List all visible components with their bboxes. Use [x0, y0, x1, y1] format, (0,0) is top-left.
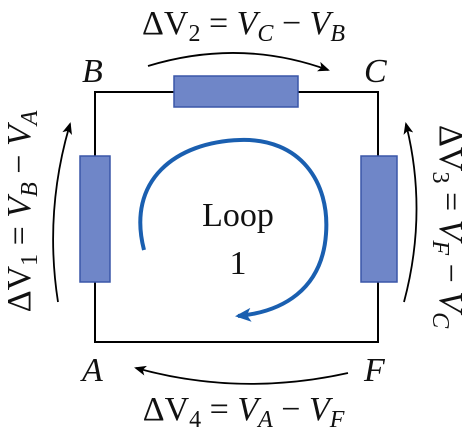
eq-bottom-sub: 4 [189, 407, 201, 433]
eq-left-s2: A [17, 110, 43, 127]
loop-label-line1: Loop [202, 197, 274, 234]
arrow-left [52, 122, 72, 303]
eq-bottom-minus: − [273, 391, 309, 428]
resistor-top [173, 75, 299, 108]
eq-bottom-eq: = [201, 391, 237, 428]
eq-top-minus: − [273, 5, 309, 42]
arrow-right [403, 122, 418, 303]
equation-bottom: ΔV4 = VA − VF [102, 391, 370, 435]
node-label-b: B [82, 53, 103, 90]
eq-left-s1: B [17, 182, 43, 197]
eq-bottom-delta: ΔV [143, 391, 190, 428]
eq-right-s1: F [427, 239, 453, 255]
eq-right-s2: C [427, 312, 453, 329]
eq-right-delta: ΔV [432, 125, 469, 172]
equation-top: ΔV2 = VC − VB [101, 5, 370, 49]
node-label-a: A [80, 352, 103, 389]
eq-bottom-s2: F [329, 407, 345, 433]
equation-right: ΔV3 = VF − VC [425, 67, 469, 370]
loop-label-line2: 1 [230, 245, 247, 282]
eq-top-s1: C [257, 21, 274, 47]
eq-top-sub: 2 [188, 21, 200, 47]
eq-left-eq: = [1, 218, 38, 254]
node-label-f: F [363, 352, 386, 389]
eq-top-delta: ΔV [142, 5, 189, 42]
arrow-top [147, 52, 330, 72]
arrow-bottom [134, 365, 349, 385]
eq-right-eq: = [432, 183, 469, 219]
eq-top-eq: = [200, 5, 236, 42]
resistor-left [79, 155, 111, 283]
eq-bottom-s1: A [256, 407, 273, 433]
node-label-c: C [364, 53, 387, 90]
eq-right-sub: 3 [427, 171, 453, 183]
eq-right-minus: − [432, 255, 469, 291]
eq-left-minus: − [1, 146, 38, 182]
eq-top-s2: B [330, 21, 345, 47]
resistor-right [360, 155, 398, 283]
loop-arrow [138, 137, 329, 322]
eq-left-sub: 1 [17, 254, 43, 266]
equation-left: ΔV1 = VB − VA [1, 68, 45, 370]
eq-left-delta: ΔV [1, 265, 38, 312]
